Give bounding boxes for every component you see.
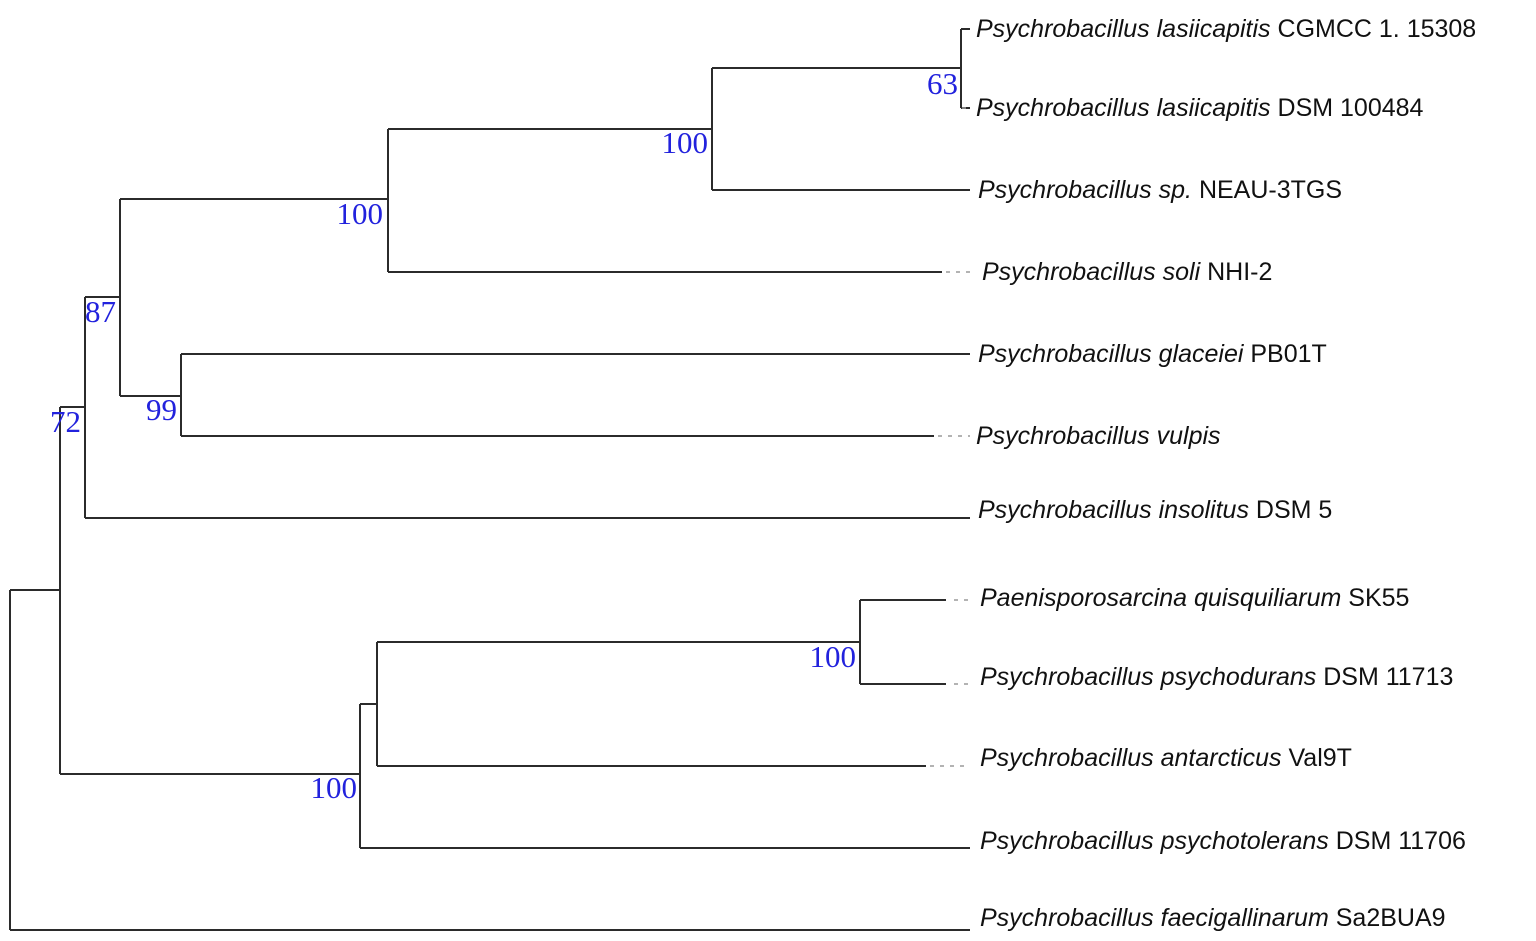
taxon-species: Psychrobacillus vulpis [976, 422, 1221, 450]
taxon-label: Psychrobacillus lasiicapitis DSM 100484 [976, 94, 1424, 122]
taxon-species: Psychrobacillus psychodurans [980, 663, 1316, 691]
bootstrap-value: 100 [337, 196, 384, 231]
bootstrap-value: 99 [146, 392, 177, 427]
taxon-spacer [1282, 744, 1289, 772]
taxon-spacer [1271, 94, 1278, 122]
taxon-strain: DSM 5 [1256, 496, 1332, 524]
bootstrap-value: 63 [927, 66, 958, 101]
taxon-strain: NEAU-3TGS [1199, 176, 1342, 204]
taxon-species: Psychrobacillus glaceiei [978, 340, 1245, 368]
taxon-strain: DSM 11713 [1323, 663, 1453, 691]
taxon-label: Psychrobacillus vulpis [976, 422, 1221, 450]
taxon-spacer [1329, 904, 1336, 932]
taxon-spacer [1200, 258, 1207, 286]
taxon-species: Psychrobacillus lasiicapitis [976, 94, 1271, 122]
taxon-strain: PB01T [1250, 340, 1326, 368]
tree-branches [9, 28, 970, 931]
taxon-label: Psychrobacillus soli NHI-2 [982, 258, 1272, 286]
taxon-strain: Val9T [1288, 744, 1351, 772]
taxon-species: Psychrobacillus sp. [978, 176, 1192, 204]
bootstrap-value: 87 [85, 294, 116, 329]
bootstrap-value: 100 [311, 770, 358, 805]
taxon-spacer [1329, 827, 1336, 855]
taxon-labels: Psychrobacillus lasiicapitis CGMCC 1. 15… [976, 15, 1476, 932]
taxon-species: Psychrobacillus faecigallinarum [980, 904, 1329, 932]
taxon-species: Psychrobacillus antarcticus [980, 744, 1282, 772]
taxon-species: Psychrobacillus psychotolerans [980, 827, 1329, 855]
taxon-label: Psychrobacillus psychotolerans DSM 11706 [980, 827, 1466, 855]
taxon-species: Psychrobacillus lasiicapitis [976, 15, 1271, 43]
bootstrap-value: 100 [662, 125, 709, 160]
taxon-spacer [1271, 15, 1278, 43]
taxon-label: Paenisporosarcina quisquiliarum SK55 [980, 584, 1409, 612]
leader-dots [930, 107, 972, 767]
taxon-species: Psychrobacillus insolitus [978, 496, 1249, 524]
taxon-label: Psychrobacillus glaceiei PB01T [978, 340, 1327, 368]
taxon-label: Psychrobacillus sp. NEAU-3TGS [978, 176, 1342, 204]
taxon-spacer [1249, 496, 1256, 524]
taxon-spacer [1192, 176, 1199, 204]
taxon-spacer [1243, 340, 1250, 368]
bootstrap-value: 72 [50, 404, 81, 439]
taxon-spacer [1341, 584, 1348, 612]
taxon-strain: Sa2BUA9 [1336, 904, 1446, 932]
taxon-label: Psychrobacillus psychodurans DSM 11713 [980, 663, 1453, 691]
taxon-strain: DSM 11706 [1336, 827, 1466, 855]
taxon-strain: DSM 100484 [1278, 94, 1424, 122]
taxon-label: Psychrobacillus lasiicapitis CGMCC 1. 15… [976, 15, 1476, 43]
taxon-strain: SK55 [1348, 584, 1409, 612]
taxon-species: Psychrobacillus soli [982, 258, 1202, 286]
bootstrap-values: 63 100 100 87 99 72 100 100 [50, 66, 958, 805]
taxon-strain: CGMCC 1. 15308 [1278, 15, 1477, 43]
bootstrap-value: 100 [810, 639, 857, 674]
taxon-species: Paenisporosarcina quisquiliarum [980, 584, 1341, 612]
taxon-label: Psychrobacillus faecigallinarum Sa2BUA9 [980, 904, 1446, 932]
taxon-spacer [1316, 663, 1323, 691]
taxon-strain: NHI-2 [1207, 258, 1272, 286]
taxon-label: Psychrobacillus antarcticus Val9T [980, 744, 1352, 772]
taxon-label: Psychrobacillus insolitus DSM 5 [978, 496, 1332, 524]
